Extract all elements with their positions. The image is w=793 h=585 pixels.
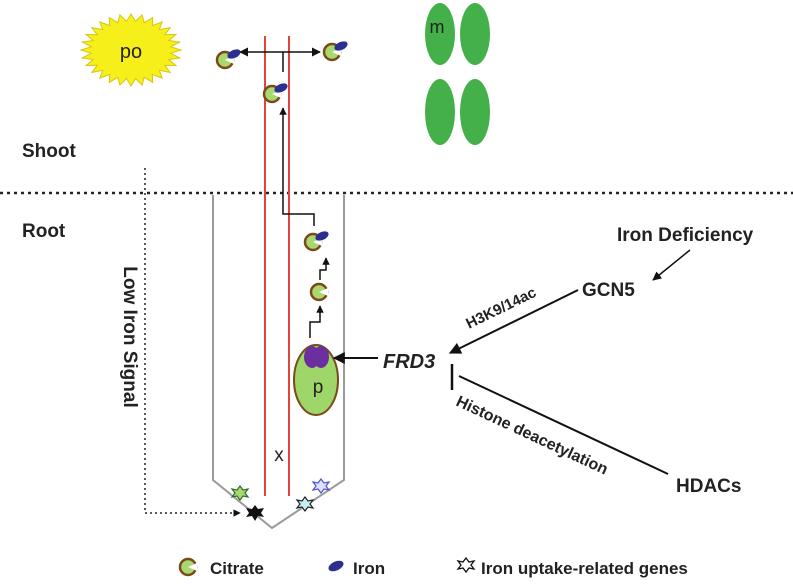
root-outline [212, 195, 345, 530]
peroxisome-po [79, 13, 183, 87]
legend-iron-label: Iron [353, 559, 385, 578]
citrate-iron-complex [262, 80, 291, 104]
h3k9-label: H3K9/14ac [463, 284, 539, 333]
chloroplast [460, 79, 490, 145]
citrate-iron-complex [322, 38, 351, 62]
legend-iron-icon [328, 560, 344, 572]
root-label: Root [22, 221, 66, 242]
low-iron-signal-label: Low Iron Signal [119, 266, 140, 407]
gene-star [230, 485, 250, 501]
legend: Citrate Iron Iron uptake-related genes [178, 556, 688, 578]
citrate-iron-complex [215, 46, 244, 70]
gene-star [295, 496, 315, 512]
frd3-label: FRD3 [383, 351, 435, 373]
legend-genes-label: Iron uptake-related genes [481, 559, 688, 578]
legend-citrate-icon [178, 557, 199, 577]
frd3-transporter [304, 346, 329, 368]
p-label: p [313, 377, 324, 398]
citrate-iron-complex [303, 228, 332, 252]
citrate-efflux-arrow [319, 257, 330, 280]
citrate-molecule [309, 282, 330, 302]
iron-deficiency-arrow [652, 249, 691, 281]
chloroplast [425, 79, 455, 145]
legend-citrate-label: Citrate [210, 559, 264, 578]
legend-gene-icon [456, 556, 476, 574]
m-label: m [430, 17, 445, 37]
x-label: x [274, 445, 284, 466]
gene-star [311, 478, 331, 494]
hdacs-label: HDACs [676, 476, 741, 497]
chloroplast-group-m [425, 3, 490, 145]
low-iron-signal-arrow [144, 168, 241, 517]
gcn5-label: GCN5 [582, 280, 635, 301]
xylem-loading-arrow [279, 107, 315, 226]
chloroplast [460, 3, 490, 65]
shoot-label: Shoot [22, 141, 76, 162]
hdac-inhibition-line [458, 375, 669, 475]
gene-star [246, 505, 264, 521]
po-label: po [120, 41, 142, 63]
chloroplast [425, 3, 455, 65]
gcn5-to-frd3-arrow [448, 289, 579, 354]
iron-deficiency-label: Iron Deficiency [617, 225, 754, 246]
citrate-export-arrow [309, 305, 324, 338]
